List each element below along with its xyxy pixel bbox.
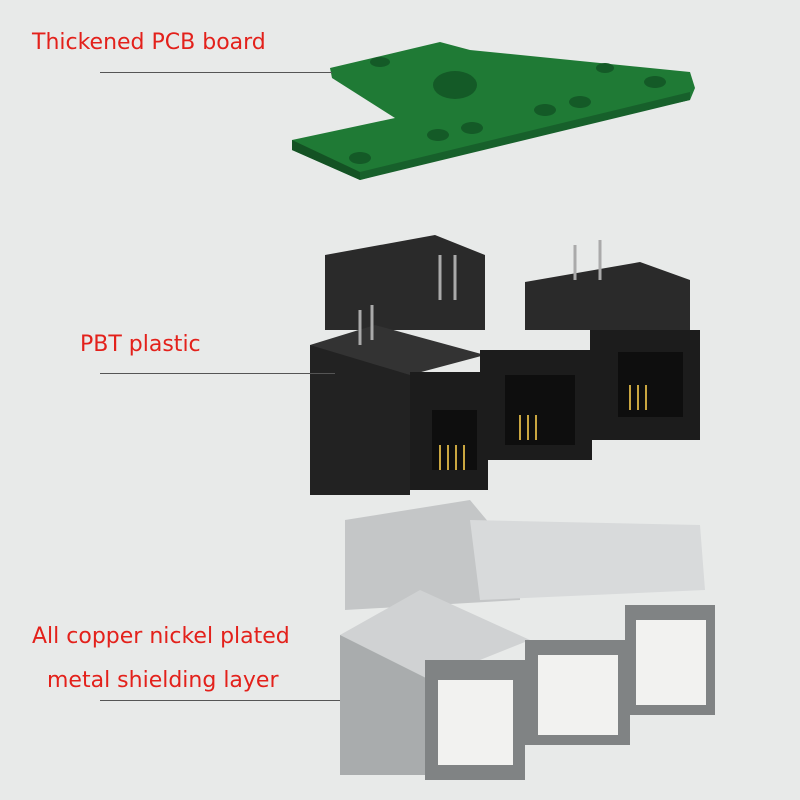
- pbt-plastic-jacks: [310, 235, 700, 495]
- callout-line-plastic: [100, 373, 335, 374]
- callout-line-pcb: [100, 72, 332, 73]
- metal-shielding-layer: [340, 500, 715, 780]
- callout-line-shield: [100, 700, 340, 701]
- label-pbt-plastic: PBT plastic: [80, 332, 201, 357]
- label-shield-line2: metal shielding layer: [47, 668, 279, 693]
- label-shield-line1: All copper nickel plated: [32, 624, 290, 649]
- pcb-board: [292, 42, 695, 180]
- label-pcb-board: Thickened PCB board: [32, 30, 266, 55]
